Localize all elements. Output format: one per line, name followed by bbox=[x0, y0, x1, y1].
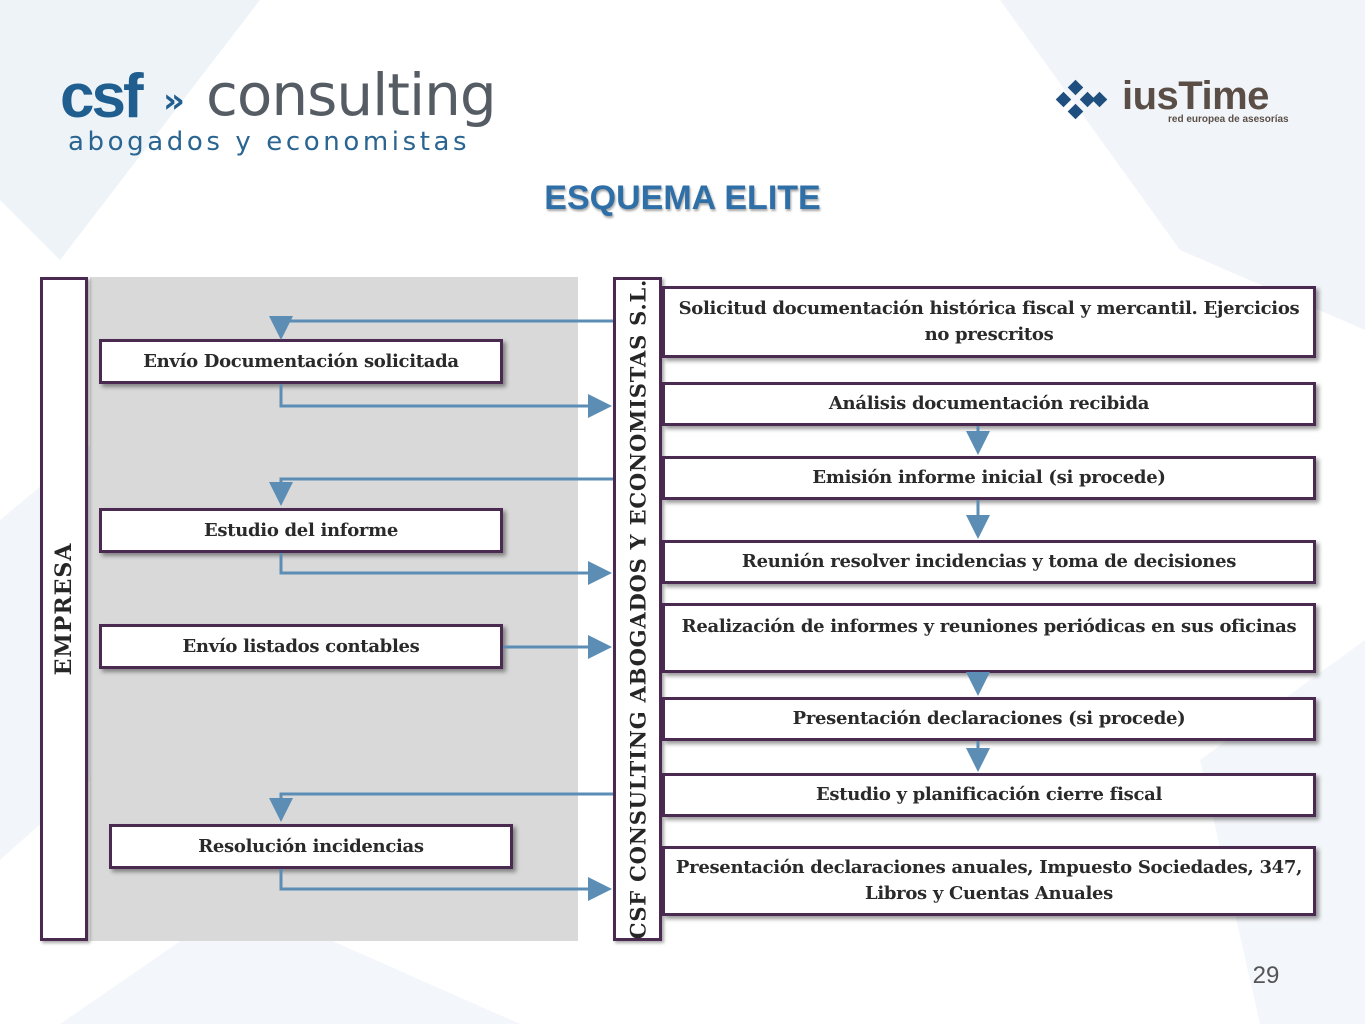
csf-step: Emisión informe inicial (si procede) bbox=[662, 456, 1316, 500]
empresa-step: Estudio del informe bbox=[99, 508, 503, 553]
csf-column: CSF CONSULTING ABOGADOS Y ECONOMISTAS S.… bbox=[613, 277, 662, 941]
arrow-resolution-to-csf bbox=[279, 869, 612, 901]
empresa-step: Envío Documentación solicitada bbox=[99, 339, 503, 384]
iustime-logo: iusTime red europea de asesorías bbox=[1050, 72, 1290, 132]
csf-step: Realización de informes y reuniones peri… bbox=[662, 603, 1316, 673]
arrow-incidents-to-empresa bbox=[269, 792, 613, 822]
csf-consulting-logo: csf » consulting abogados y economistas bbox=[60, 61, 520, 172]
page-title: ESQUEMA ELITE bbox=[544, 179, 821, 217]
arrow-request-to-empresa bbox=[269, 316, 613, 340]
empresa-column: EMPRESA bbox=[40, 277, 88, 941]
iustime-tagline: red europea de asesorías bbox=[1168, 114, 1289, 125]
arrow-study-to-csf bbox=[279, 553, 612, 585]
csf-step: Presentación declaraciones (si procede) bbox=[662, 697, 1316, 741]
logo-consulting-word: consulting bbox=[206, 61, 497, 129]
logo-tagline: abogados y economistas bbox=[68, 127, 471, 157]
csf-step: Reunión resolver incidencias y toma de d… bbox=[662, 540, 1316, 584]
csf-step: Estudio y planificación cierre fiscal bbox=[662, 773, 1316, 817]
csf-step: Solicitud documentación histórica fiscal… bbox=[662, 286, 1316, 358]
arrow-report-to-empresa bbox=[269, 477, 613, 506]
empresa-step: Resolución incidencias bbox=[109, 824, 513, 869]
csf-step: Análisis documentación recibida bbox=[662, 382, 1316, 426]
logo-csf-word: csf bbox=[60, 62, 144, 131]
iustime-diamond-icon bbox=[1055, 79, 1108, 120]
csf-step: Presentación declaraciones anuales, Impu… bbox=[662, 846, 1316, 916]
iustime-name: iusTime bbox=[1122, 74, 1269, 118]
page-number: 29 bbox=[1252, 962, 1280, 989]
empresa-step: Envío listados contables bbox=[99, 624, 503, 669]
arrow-docs-to-csf bbox=[279, 384, 612, 418]
